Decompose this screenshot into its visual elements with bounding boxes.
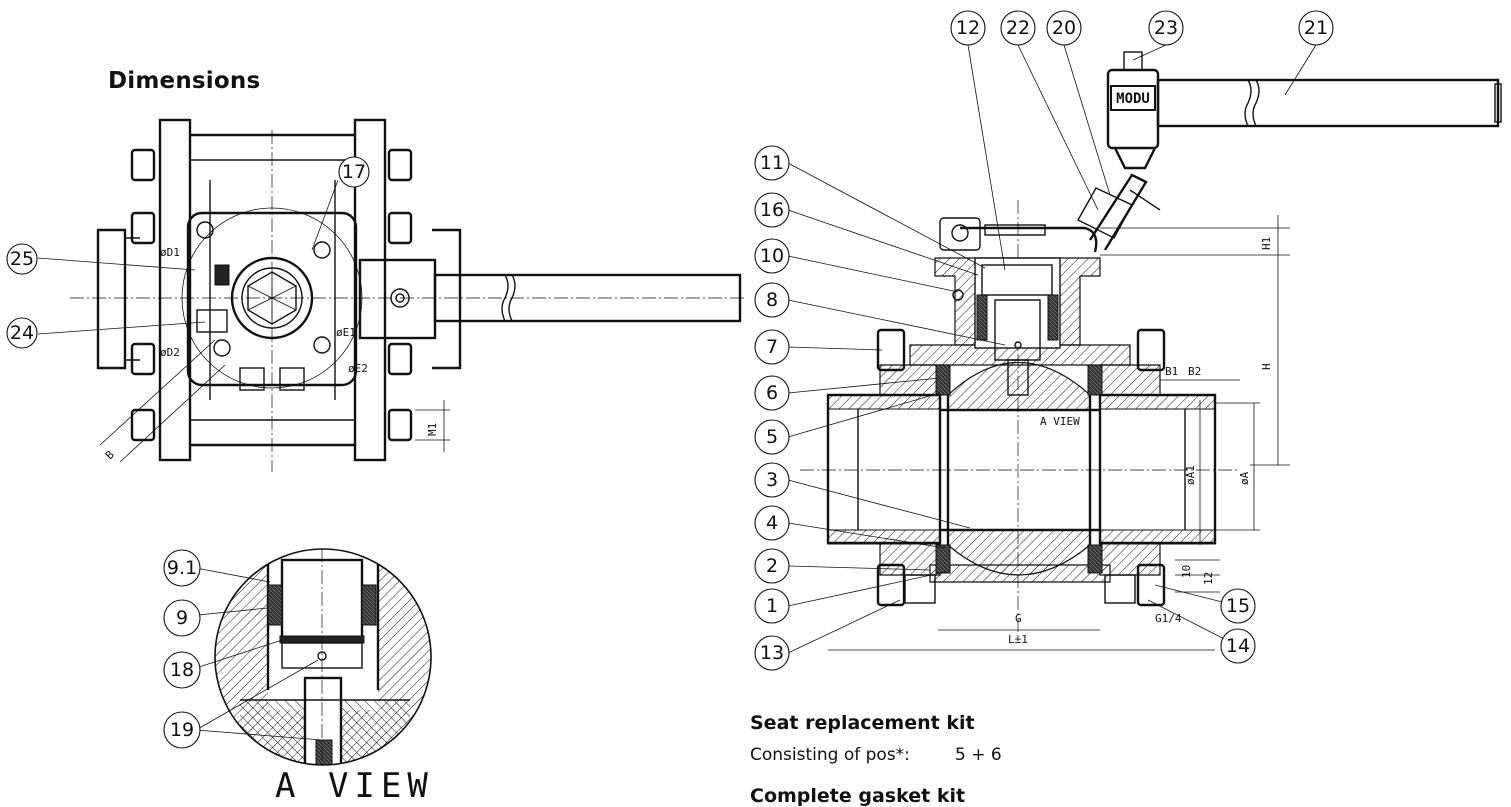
- callout-10: 10: [760, 245, 784, 267]
- callout-15: 15: [1226, 595, 1250, 617]
- callouts-top: 25 24 17: [6, 156, 370, 349]
- dim-h: H: [1260, 363, 1273, 370]
- callout-1: 1: [766, 595, 778, 617]
- callout-21: 21: [1304, 17, 1328, 39]
- dim-10: 10: [1180, 565, 1193, 578]
- callout-13: 13: [760, 642, 784, 664]
- callout-12: 12: [956, 17, 980, 39]
- top-view: øD1 øD2 øE1 øE2 B M1: [37, 118, 745, 472]
- callout-19: 19: [170, 719, 194, 741]
- callouts-front: 11 16 10 8 7 6 5 3 4 2 1 13 12 22 20 23 …: [754, 10, 1334, 671]
- callout-25: 25: [10, 248, 34, 270]
- callouts-detail: 9.1 9 18 19: [163, 549, 201, 749]
- dim-e2: øE2: [348, 362, 368, 375]
- callout-3: 3: [766, 469, 778, 491]
- callout-9-1: 9.1: [167, 557, 197, 579]
- seat-kit-label: Consisting of pos*:: [750, 745, 910, 765]
- dim-b: B: [103, 448, 117, 462]
- dim-b1: B1: [1165, 365, 1178, 378]
- callout-22: 22: [1006, 17, 1030, 39]
- front-section-view: MODU A VIEW H1 H B1 B2 øA1 øA G L±1 G1/4: [787, 44, 1502, 654]
- dim-a1: øA1: [1184, 465, 1197, 485]
- callout-24: 24: [10, 322, 34, 344]
- callout-5: 5: [766, 426, 778, 448]
- seat-kit-title: Seat replacement kit: [750, 712, 975, 734]
- callout-11: 11: [760, 152, 784, 174]
- detail-view-label: A VIEW: [275, 766, 434, 805]
- modu-logo: MODU: [1116, 91, 1150, 107]
- dim-l: L±1: [1008, 633, 1028, 646]
- callout-20: 20: [1052, 17, 1076, 39]
- callout-18: 18: [170, 659, 194, 681]
- page-title: Dimensions: [108, 68, 261, 94]
- callout-7: 7: [766, 336, 778, 358]
- dim-12: 12: [1202, 572, 1215, 585]
- dim-thread: G1/4: [1155, 612, 1182, 625]
- dim-d2: øD2: [160, 346, 180, 359]
- dim-b2: B2: [1188, 365, 1201, 378]
- detail-view-a: [187, 548, 432, 766]
- section-label: A VIEW: [1040, 415, 1080, 428]
- callout-23: 23: [1154, 17, 1178, 39]
- callout-6: 6: [766, 382, 778, 404]
- dim-a: øA: [1238, 471, 1251, 485]
- callout-8: 8: [766, 289, 778, 311]
- dim-e1: øE1: [336, 326, 356, 339]
- callout-17: 17: [342, 161, 366, 183]
- dim-d1: øD1: [160, 246, 180, 259]
- gasket-kit-title: Complete gasket kit: [750, 785, 966, 807]
- callout-4: 4: [766, 512, 778, 534]
- callout-9: 9: [176, 607, 188, 629]
- dim-h1: H1: [1260, 237, 1273, 250]
- callout-16: 16: [760, 199, 784, 221]
- callout-2: 2: [766, 555, 778, 577]
- dim-m1: M1: [426, 423, 439, 436]
- seat-kit-value: 5 + 6: [955, 745, 1002, 765]
- callout-14: 14: [1226, 635, 1250, 657]
- dim-g: G: [1015, 612, 1022, 625]
